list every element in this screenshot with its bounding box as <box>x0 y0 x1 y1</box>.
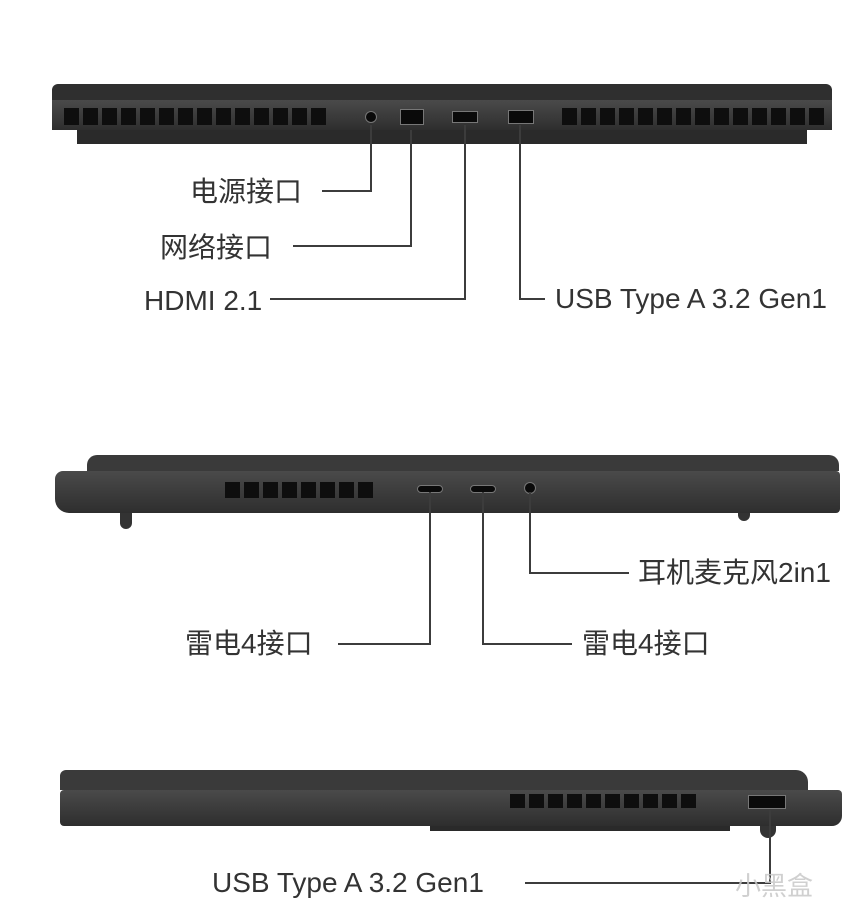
label-audio: 耳机麦克风2in1 <box>638 557 831 588</box>
label-thunderbolt-1: 雷电4接口 <box>185 628 313 659</box>
usb-a-port <box>508 110 534 124</box>
vent-left-side <box>225 482 373 498</box>
laptop-left-view <box>55 455 840 530</box>
hdmi-port <box>452 111 478 123</box>
power-port <box>365 111 377 123</box>
usb-a-port-side <box>748 795 786 809</box>
vent-right-side <box>510 794 696 808</box>
vent-left <box>64 108 326 125</box>
label-usb-rear: USB Type A 3.2 Gen1 <box>555 283 827 314</box>
laptop-right-view <box>60 770 842 838</box>
label-power: 电源接口 <box>190 176 303 207</box>
vent-right <box>562 108 824 125</box>
label-thunderbolt-2: 雷电4接口 <box>582 628 710 659</box>
ethernet-port <box>400 109 424 125</box>
label-network: 网络接口 <box>160 232 273 263</box>
label-hdmi: HDMI 2.1 <box>144 285 263 316</box>
label-usb-side: USB Type A 3.2 Gen1 <box>212 867 484 898</box>
watermark: 小黑盒 <box>735 871 814 901</box>
laptop-rear-view <box>52 84 832 146</box>
